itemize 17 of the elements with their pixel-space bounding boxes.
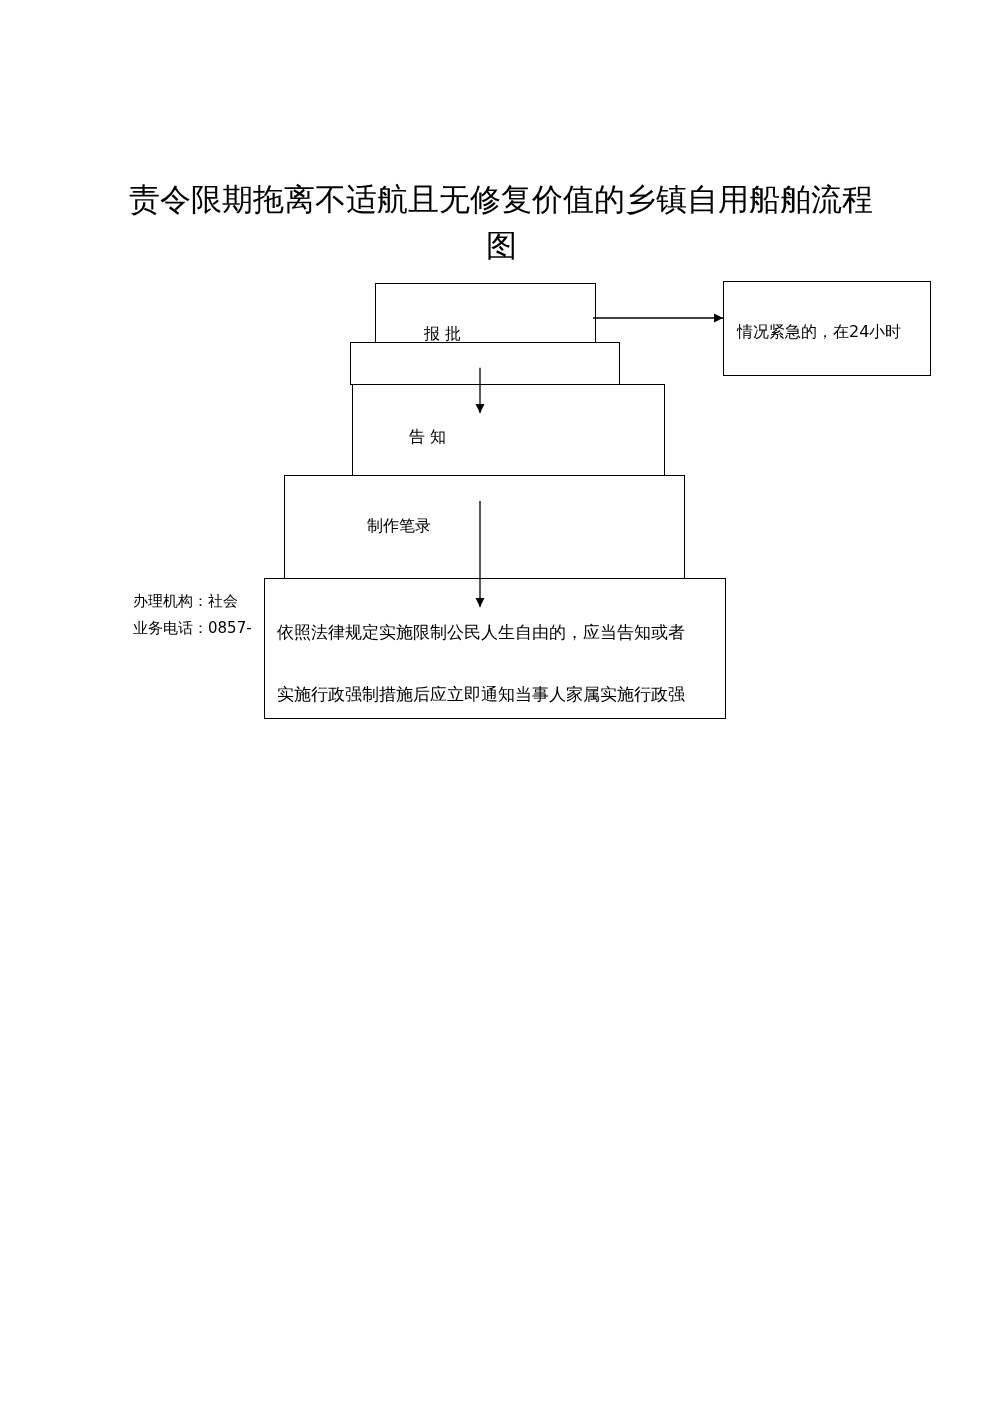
note-text: 办理机构：社会 [133,592,238,611]
process-box [284,475,685,579]
box-text: 依照法律规定实施限制公民人生自由的，应当告知或者实施行政强制措施后应立即通知当事人家属实施行政强 [277,621,686,706]
title: 责令限期拖离不适航且无修复价值的乡镇自用船舶流程图 [128,180,874,265]
process-box [375,283,596,343]
arrow [475,367,485,414]
box-text: 报 批 [424,324,462,345]
process-box [352,384,665,476]
note-text: 业务电话：0857- [133,619,252,638]
process-box [723,281,931,376]
arrow [592,313,724,323]
process-box [264,578,726,719]
box-text: 告 知 [409,427,447,448]
arrow [475,500,485,608]
box-text: 情况紧急的，在24小时 [737,322,902,343]
box-text: 制作笔录 [367,516,431,537]
empty-box [350,342,620,385]
